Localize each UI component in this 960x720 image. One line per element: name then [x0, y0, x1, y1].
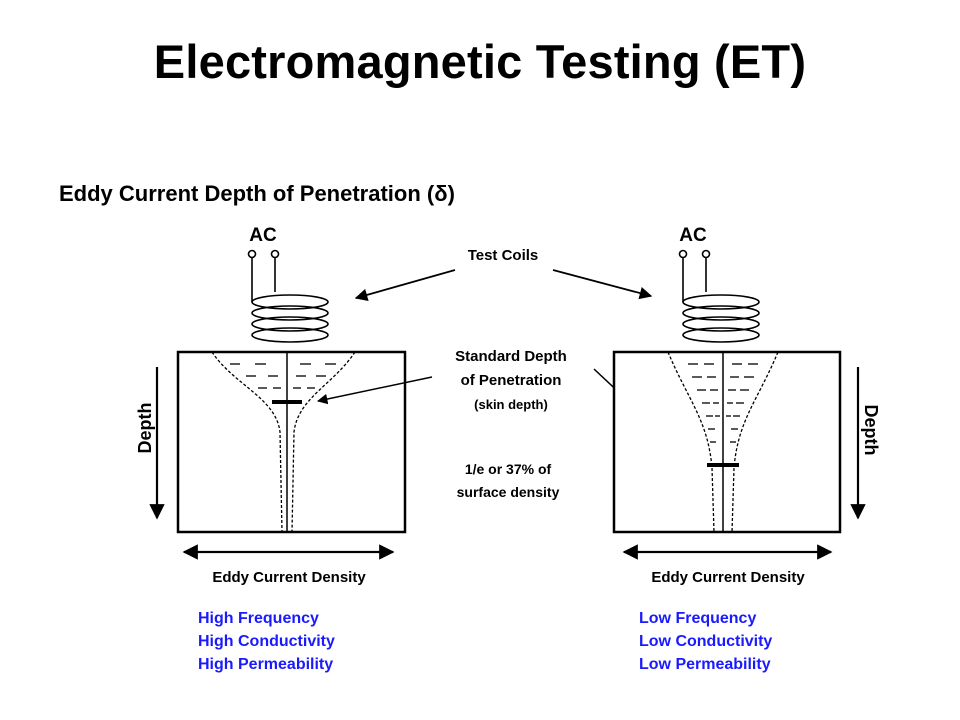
right-conditions: Low Frequency Low Conductivity Low Perme… — [639, 610, 772, 673]
left-ac-label: AC — [249, 225, 277, 246]
skin-depth-arrow-left — [316, 376, 433, 405]
left-condition-permeability: High Permeability — [198, 656, 333, 673]
right-depth-label: Depth — [861, 405, 881, 456]
skin-depth-line-3: (skin depth) — [474, 397, 548, 412]
left-test-specimen — [176, 350, 407, 534]
density-note: 1/e or 37% of surface density — [457, 461, 560, 500]
right-ac-label: AC — [679, 225, 707, 246]
right-condition-frequency: Low Frequency — [639, 610, 756, 627]
right-condition-permeability: Low Permeability — [639, 656, 771, 673]
right-condition-conductivity: Low Conductivity — [639, 633, 772, 650]
slide-subtitle: Eddy Current Depth of Penetration (δ) — [59, 181, 455, 206]
left-density-label: Eddy Current Density — [212, 569, 366, 586]
density-note-line-2: surface density — [457, 484, 560, 500]
left-condition-conductivity: High Conductivity — [198, 633, 335, 650]
skin-depth-line-2: of Penetration — [461, 372, 562, 389]
test-coils-arrow-right — [552, 269, 653, 300]
test-coils-label: Test Coils — [468, 247, 539, 264]
left-penetration-profile — [211, 351, 356, 533]
right-panel: AC — [612, 225, 881, 673]
left-condition-frequency: High Frequency — [198, 610, 319, 627]
skin-depth-label: Standard Depth of Penetration (skin dept… — [455, 348, 567, 412]
right-test-specimen — [612, 350, 842, 534]
left-panel: AC Depth Edd — [135, 225, 407, 673]
density-note-line-1: 1/e or 37% of — [465, 461, 552, 477]
right-coil-icon — [678, 249, 760, 343]
left-depth-label: Depth — [135, 403, 155, 454]
right-penetration-profile — [667, 351, 779, 533]
skin-depth-line-1: Standard Depth — [455, 348, 567, 365]
test-coils-arrow-left — [354, 269, 456, 301]
slide-title: Electromagnetic Testing (ET) — [153, 35, 807, 88]
center-callouts: Test Coils Standard Depth of Penetration… — [316, 247, 694, 500]
left-coil-icon — [247, 249, 329, 343]
left-conditions: High Frequency High Conductivity High Pe… — [198, 610, 335, 673]
right-density-label: Eddy Current Density — [651, 569, 805, 586]
